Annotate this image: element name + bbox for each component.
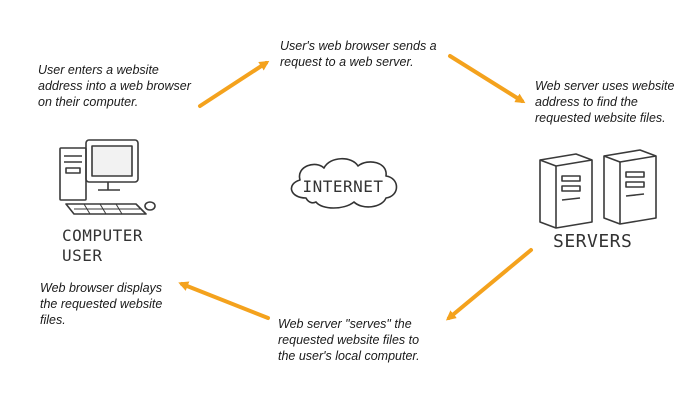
step-browser-sends-request: User's web browser sends a request to a … — [280, 38, 437, 70]
computer-user-label: COMPUTER USER — [62, 226, 143, 266]
note-line: the requested website — [40, 297, 163, 311]
note-line: requested website files. — [535, 111, 666, 125]
note-line: request to a web server. — [280, 55, 414, 69]
note-line: Web browser displays — [40, 281, 163, 295]
arrow-user-to-browser-request — [198, 60, 270, 108]
step-server-finds-files: Web server uses website address to find … — [535, 78, 674, 126]
arrow-request-to-server — [448, 54, 526, 104]
note-line: the user's local computer. — [278, 349, 420, 363]
step-browser-displays-files: Web browser displays the requested websi… — [40, 280, 162, 328]
cloud-icon: INTERNET — [290, 157, 398, 209]
servers-label: SERVERS — [553, 231, 633, 252]
server-icon — [539, 149, 657, 229]
note-line: Web server uses website — [535, 79, 675, 93]
computer-user-line2: USER — [62, 246, 103, 265]
note-line: address into a web browser — [38, 79, 191, 93]
note-line: files. — [40, 313, 66, 327]
computer-icon — [59, 139, 156, 215]
note-line: on their computer. — [38, 95, 139, 109]
computer-user-line1: COMPUTER — [62, 226, 144, 245]
arrow-serve-to-display — [178, 281, 270, 320]
note-line: User enters a website — [38, 63, 159, 77]
note-line: Web server "serves" the — [278, 317, 412, 331]
arrow-server-to-serve — [445, 248, 533, 321]
note-line: User's web browser sends a — [280, 39, 437, 53]
step-server-serves-files: Web server "serves" the requested websit… — [278, 316, 420, 364]
note-line: requested website files to — [278, 333, 420, 347]
step-user-enters-address: User enters a website address into a web… — [38, 62, 191, 110]
note-line: address to find the — [535, 95, 638, 109]
internet-label: INTERNET — [302, 177, 383, 196]
